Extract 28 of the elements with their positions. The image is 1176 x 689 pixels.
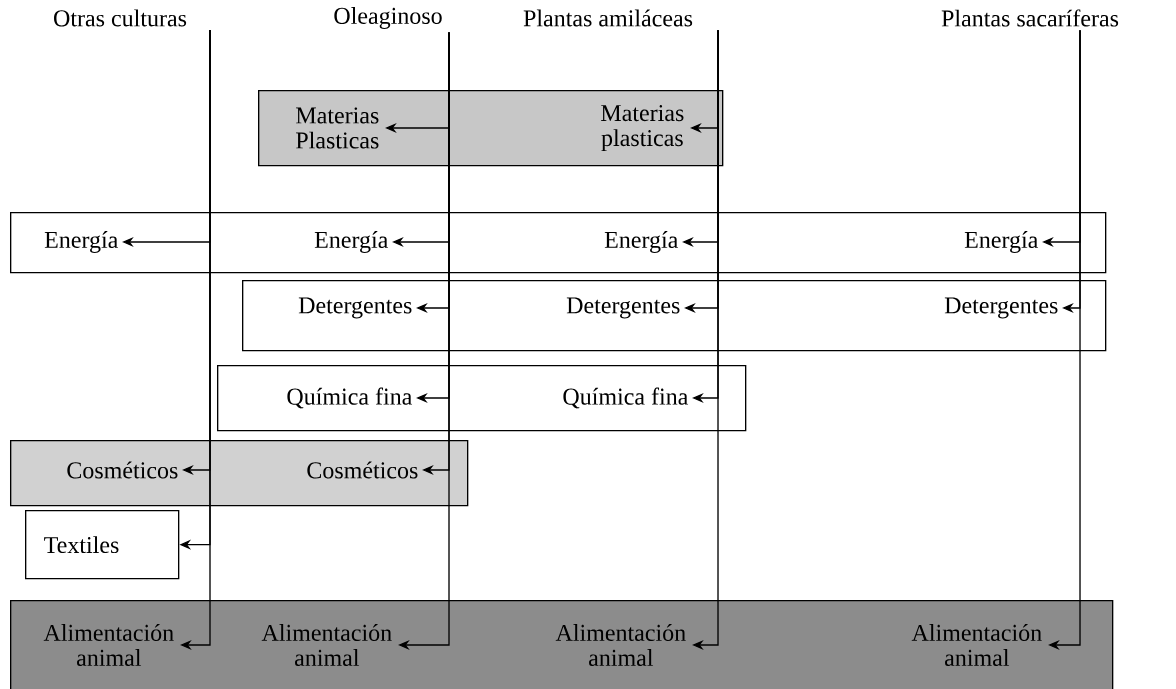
product-label: Cosméticos bbox=[307, 461, 418, 479]
product-label: Detergentes bbox=[298, 297, 412, 319]
product-label: Alimentación animal bbox=[261, 624, 392, 666]
band bbox=[10, 440, 469, 507]
product-label: Energía bbox=[44, 231, 118, 253]
band bbox=[217, 365, 747, 432]
band bbox=[10, 600, 1114, 689]
column-heading: Otras culturas bbox=[54, 9, 187, 27]
product-label: Química fina bbox=[287, 387, 413, 409]
product-label: Alimentación animal bbox=[43, 624, 174, 666]
band bbox=[242, 280, 1107, 352]
product-box: Textiles bbox=[25, 510, 180, 580]
column-heading: Plantas amiláceas bbox=[523, 9, 693, 27]
column-heading: Plantas sacaríferas bbox=[941, 9, 1119, 27]
column-heading: Oleaginoso bbox=[334, 7, 442, 29]
band bbox=[10, 212, 1107, 274]
band bbox=[258, 90, 724, 167]
product-label: Alimentación animal bbox=[911, 624, 1042, 666]
product-label: Cosméticos bbox=[67, 461, 178, 479]
product-label: Detergentes bbox=[566, 297, 680, 319]
product-label: Energía bbox=[314, 231, 388, 253]
product-label: Materias Plasticas bbox=[296, 107, 379, 149]
product-label: Energía bbox=[604, 231, 679, 253]
product-label: Química fina bbox=[563, 387, 689, 409]
product-label: Alimentación animal bbox=[555, 624, 686, 666]
product-label: Detergentes bbox=[944, 297, 1058, 319]
product-label: Energía bbox=[964, 231, 1039, 253]
product-label: Materias plasticas bbox=[601, 105, 684, 151]
